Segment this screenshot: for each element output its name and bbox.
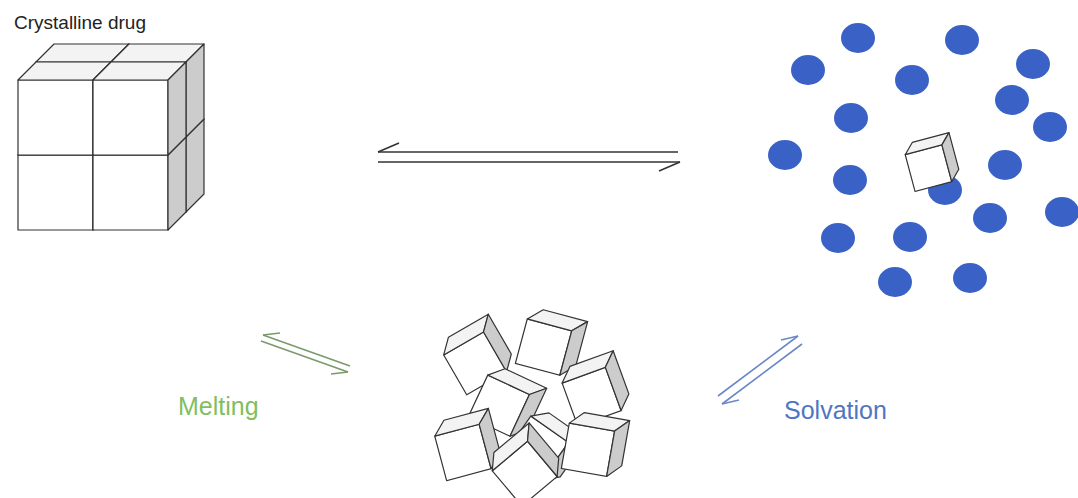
cube-side-face [601,351,633,411]
cube-front-face [18,80,93,155]
solvent-molecule [791,55,825,85]
solvent-molecule [973,203,1007,233]
cube-side-face [186,44,204,137]
solvation-line [718,336,798,396]
equilibrium-line [378,161,680,163]
harpoon-barb [722,400,739,404]
cube-front-face [18,155,93,230]
cube-side-face [607,418,630,478]
solvent-molecule [834,103,868,133]
solvent-molecule [945,25,979,55]
cube-side-face [939,133,961,182]
cube [903,133,962,192]
solvent-molecule [893,222,927,252]
solvent-molecule [1045,197,1078,227]
solvent-molecule [995,85,1029,115]
cube-front-face [93,155,168,230]
harpoon-barb [263,333,280,335]
cube-front-face [93,80,168,155]
cube-side-face [477,314,518,372]
crystal-lattice [18,44,204,230]
solvation-line [722,344,802,404]
equilibrium-arrows [261,143,802,404]
harpoon-barb [378,143,399,152]
solvent-molecule [895,65,929,95]
harpoon-barb [659,162,680,171]
amorphous-cluster [431,306,633,498]
cube-side-face [519,423,567,477]
node-heading: Crystalline drug [14,12,224,34]
equilibrium-line [378,151,678,153]
cube-side-face [168,62,186,155]
cube [484,423,567,498]
solvent-molecule [841,23,875,53]
solvent-molecule [1016,49,1050,79]
solvated-molecule [903,133,962,192]
melting-line [261,341,348,372]
solvent-molecule [821,223,855,253]
cube [93,62,186,155]
solvent-molecule [1033,112,1067,142]
process-label: Solvation [784,396,887,425]
harpoon-barb [781,336,798,340]
solvent-molecule [953,263,987,293]
harpoon-barb [331,372,348,374]
solvent-molecule [878,267,912,297]
solvent-molecule [988,150,1022,180]
crystal-node: Crystalline drug [14,12,224,237]
cube [561,410,629,478]
melting-line [263,335,350,366]
cube-front-face [561,423,614,476]
solvent-molecule [833,165,867,195]
process-label: Melting [178,392,259,421]
solvent-molecule [768,140,802,170]
solvent-molecules [768,23,1078,297]
